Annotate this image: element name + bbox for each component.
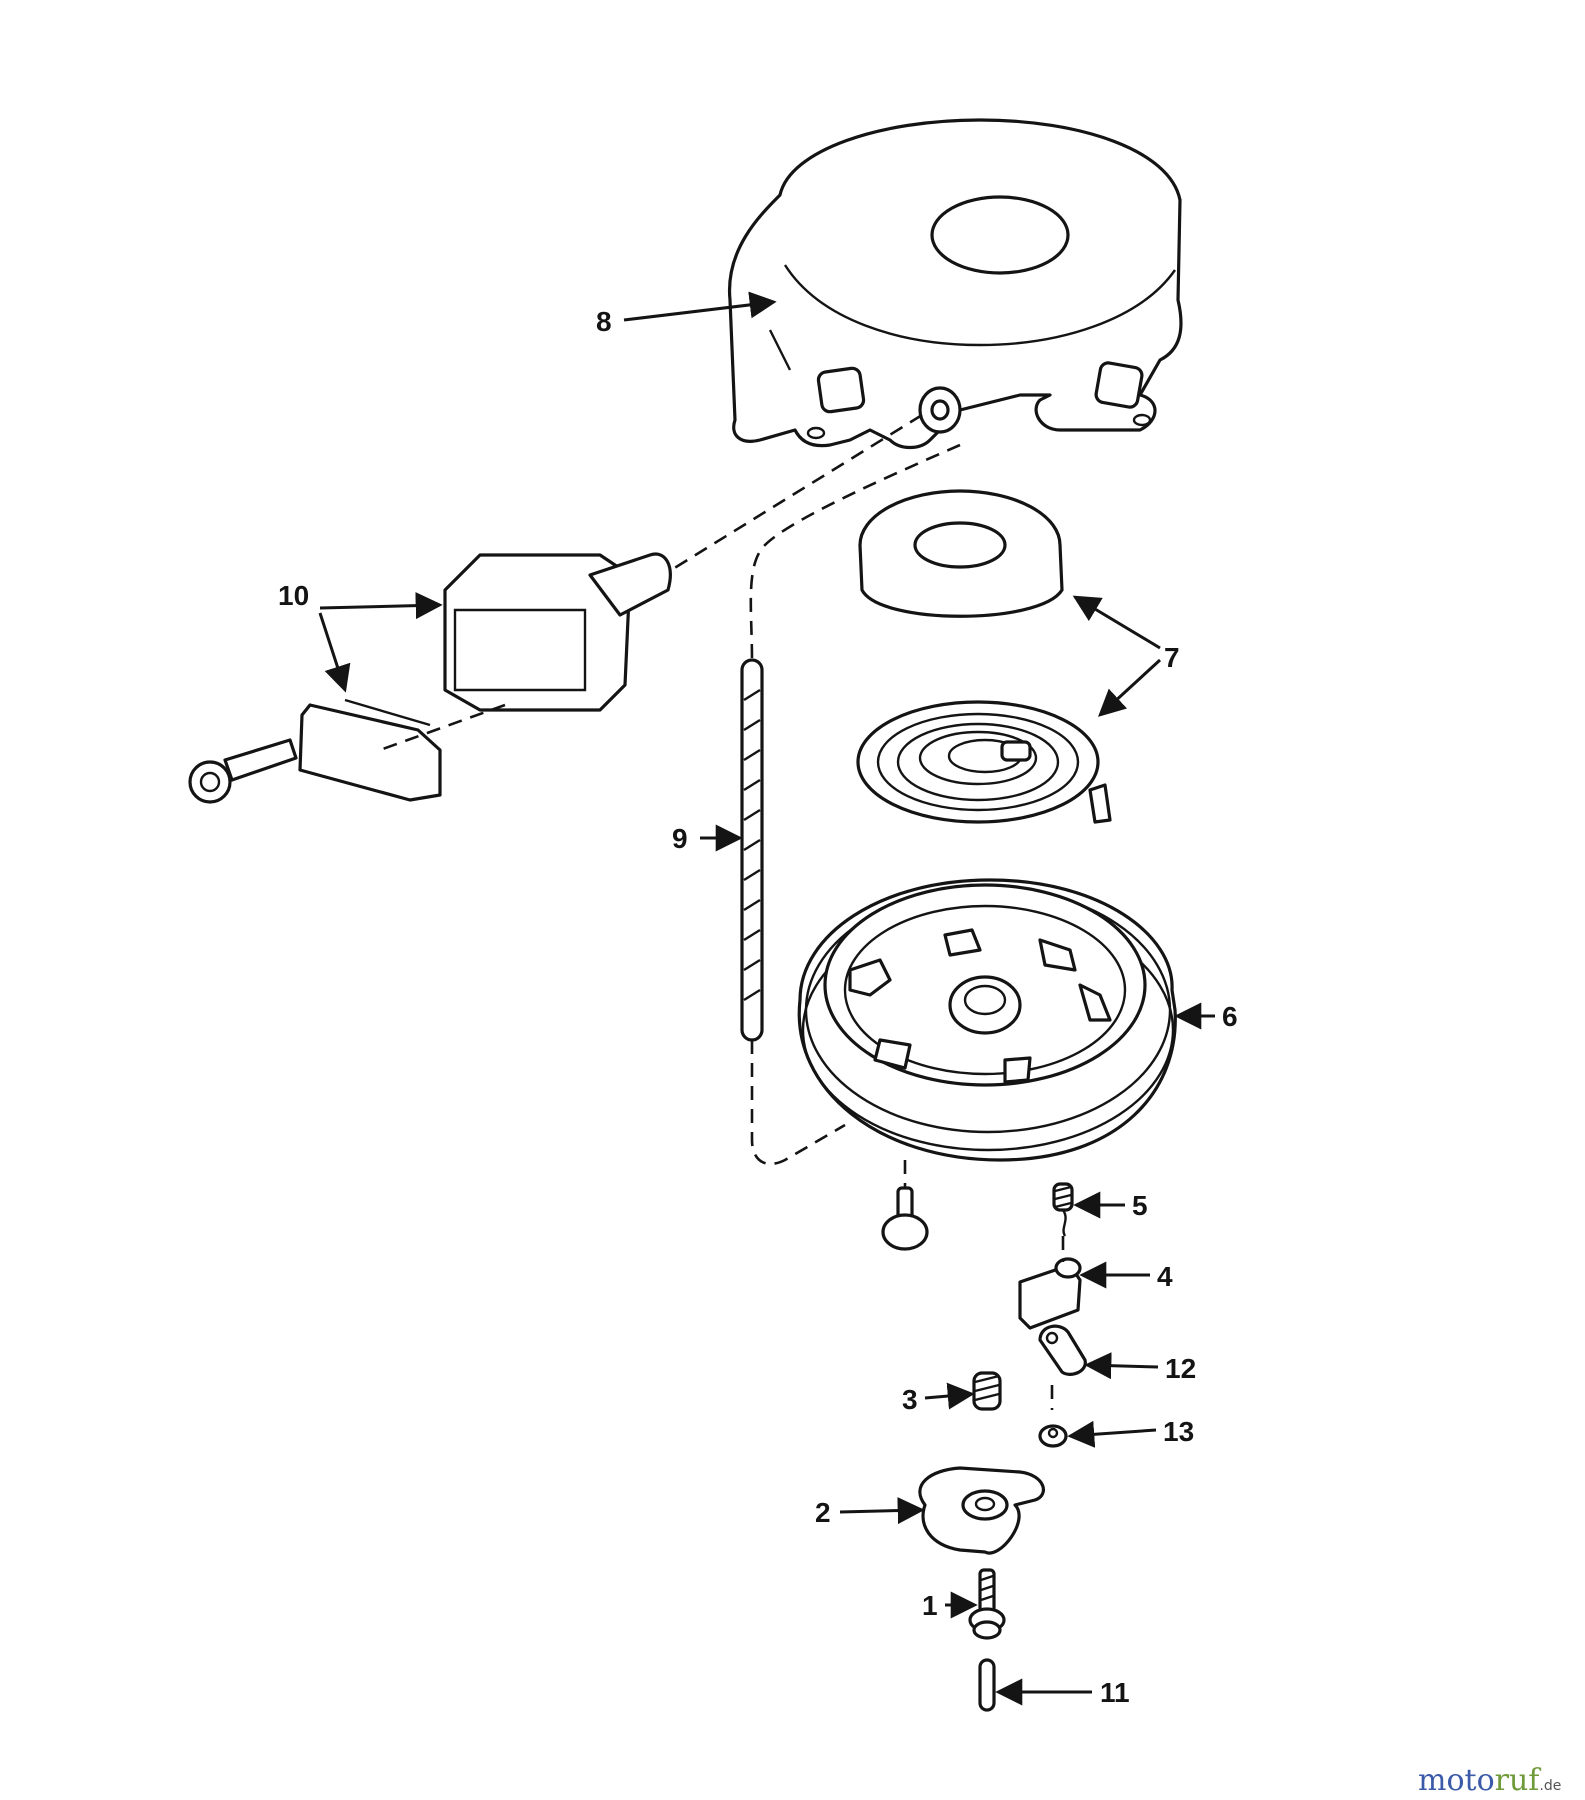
callout-9: 9 <box>672 823 688 854</box>
part-recoil-spring <box>856 700 1112 824</box>
callout-2: 2 <box>815 1497 831 1528</box>
part-pin <box>978 1658 996 1712</box>
part-small-screw <box>1038 1385 1068 1448</box>
part-rope-pulley <box>797 878 1177 1162</box>
part-shoulder-bolt <box>968 1568 1006 1640</box>
callout-6: 6 <box>1222 1001 1238 1032</box>
part-pawl <box>1018 1257 1082 1330</box>
part-pawl-spring <box>1052 1182 1074 1237</box>
part-pawl-washer <box>1038 1324 1087 1376</box>
callout-3: 3 <box>902 1384 918 1415</box>
callout-labels: 8 7 10 9 6 5 4 12 3 13 2 1 11 <box>278 306 1238 1708</box>
callout-1: 1 <box>922 1590 938 1621</box>
callout-11: 11 <box>1100 1677 1130 1708</box>
callout-8: 8 <box>596 306 612 337</box>
part-starter-handle <box>443 552 672 712</box>
part-handle-screw <box>188 738 298 804</box>
part-starter-rope <box>740 658 764 1042</box>
svg-text:motoruf.de: motoruf.de <box>1418 1763 1561 1798</box>
callout-5: 5 <box>1132 1190 1148 1221</box>
callout-13: 13 <box>1163 1416 1194 1447</box>
part-brake-spring <box>972 1371 1002 1411</box>
part-spring-cap <box>858 489 1064 618</box>
leader-arrows <box>318 291 1215 1706</box>
watermark-logo: motoruf.de <box>1418 1763 1561 1798</box>
part-handle-insert <box>298 698 442 802</box>
callout-7: 7 <box>1164 642 1180 673</box>
part-pulley-screw <box>881 1186 929 1251</box>
callout-10: 10 <box>278 580 309 611</box>
callout-4: 4 <box>1157 1261 1173 1292</box>
callout-12: 12 <box>1165 1353 1196 1384</box>
part-retainer <box>918 1466 1046 1555</box>
part-starter-housing <box>727 118 1183 450</box>
assembly-guide-lines <box>379 413 1065 1262</box>
